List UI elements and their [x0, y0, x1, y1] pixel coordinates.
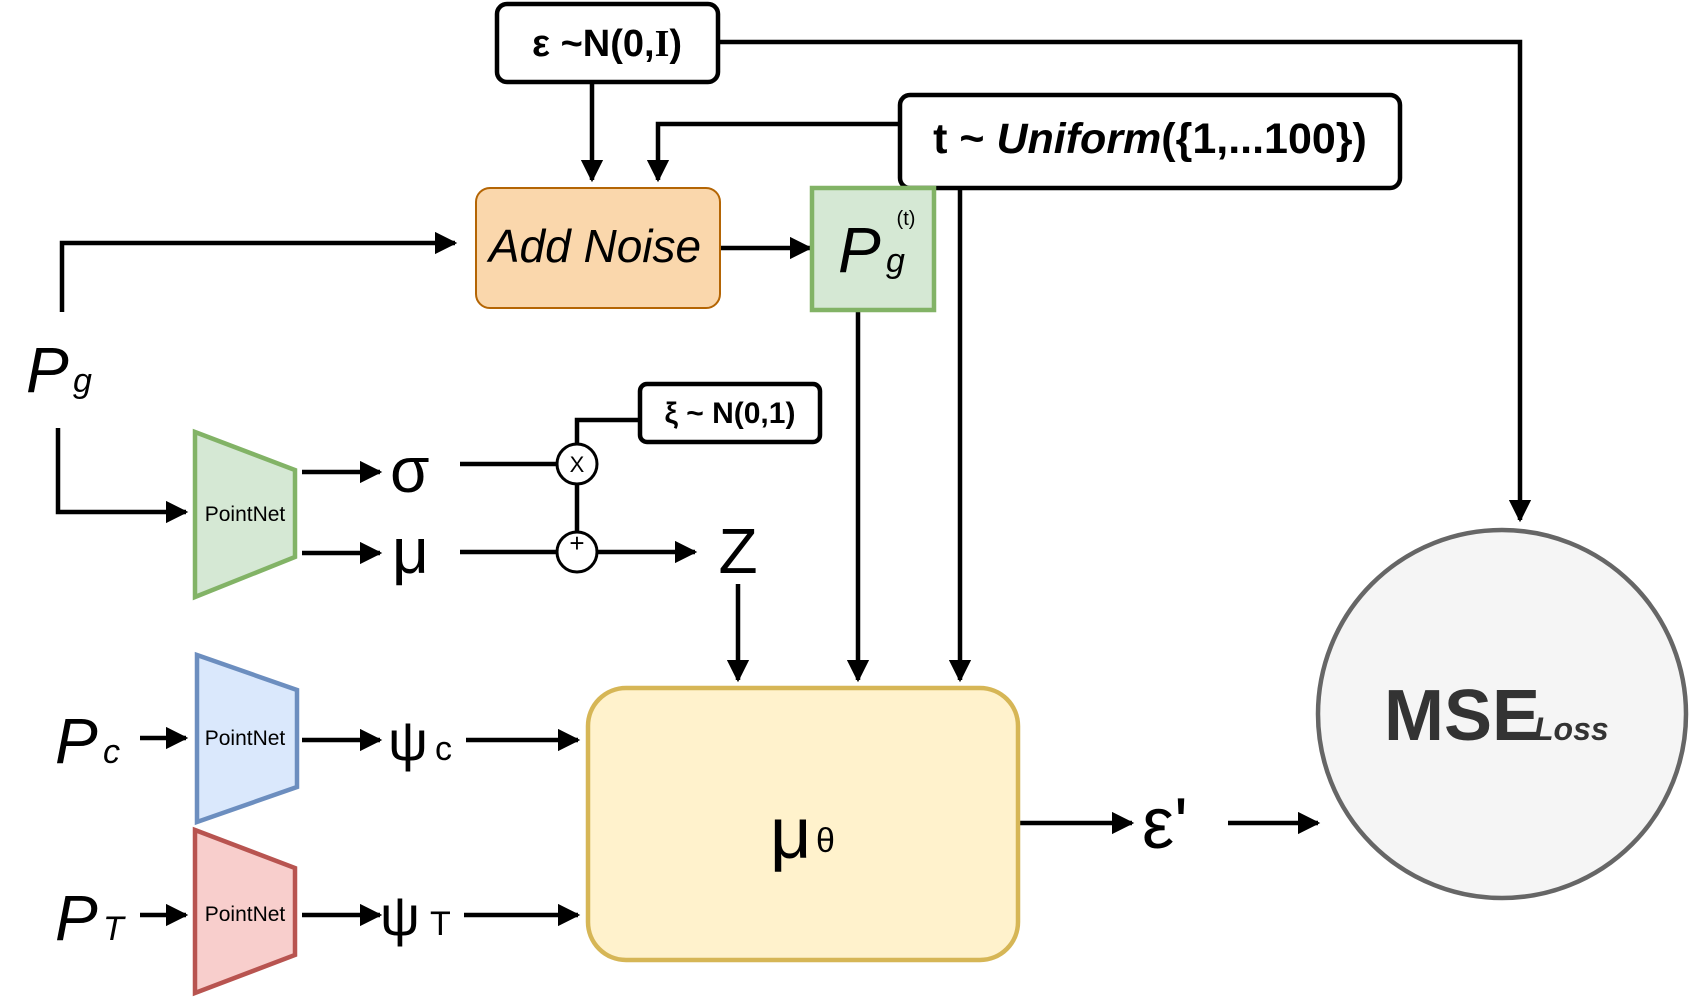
- pointnet-blue-label: PointNet: [205, 727, 286, 750]
- pg-input-sub: g: [73, 362, 92, 400]
- psi-t-main: ψ: [380, 884, 420, 947]
- noisy-point-cloud-block: P g (t): [809, 185, 937, 313]
- noise-sample-box: ε ~N(0,I): [494, 1, 721, 85]
- pointnet-encoder-green: PointNet: [192, 428, 298, 601]
- psi-t-sub: T: [430, 905, 451, 943]
- add-operator: +: [555, 528, 599, 574]
- pc-input-label: P c: [55, 705, 120, 777]
- psi-c-label: ψ c: [388, 709, 452, 772]
- mse-main: MSE: [1384, 676, 1540, 756]
- xi-sample-label: ξ ~ N(0,1): [665, 397, 796, 430]
- psi-t-label: ψ T: [380, 884, 451, 947]
- pgt-main: P: [838, 214, 881, 286]
- eps-prime-label: ε': [1142, 784, 1188, 864]
- pt-input-label: P T: [55, 882, 126, 954]
- edge-pg-to-add-noise: [59, 231, 458, 312]
- psi-c-main: ψ: [388, 709, 428, 772]
- psi-c-sub: c: [435, 730, 452, 768]
- svg-text:MSE: MSE: [1384, 676, 1540, 756]
- edge-t-to-add-noise: [646, 121, 900, 183]
- pgt-sup: (t): [897, 208, 916, 230]
- pt-input-sub: T: [103, 910, 126, 948]
- noise-identity-text: I: [655, 23, 670, 65]
- edge-noise-to-mse: [720, 39, 1532, 523]
- pointnet-encoder-blue: PointNet: [194, 651, 300, 826]
- pointnet-encoder-red: PointNet: [192, 826, 298, 997]
- noise-eps-symbol: ε: [532, 23, 550, 65]
- edge-pg-to-pointnet: [55, 428, 189, 524]
- mse-loss-node: MSE Loss: [1315, 527, 1689, 901]
- noise-close-text: ): [669, 23, 682, 65]
- pointnet-green-label: PointNet: [205, 503, 286, 526]
- svg-text:t ~ Uniform({1,...100}): t ~ Uniform({1,...100}): [933, 115, 1367, 163]
- multiply-symbol: X: [570, 452, 585, 477]
- mse-sub: Loss: [1534, 711, 1609, 747]
- pc-input-sub: c: [103, 733, 120, 771]
- add-symbol: +: [569, 528, 584, 558]
- pg-input-label: P g: [26, 334, 92, 406]
- add-noise-rect: [475, 187, 721, 309]
- pgt-sub: g: [886, 242, 905, 280]
- pt-input-main: P: [55, 882, 98, 954]
- pc-input-main: P: [55, 705, 98, 777]
- pointnet-red-label: PointNet: [205, 903, 286, 926]
- svg-text:ε ~N(0,I): ε ~N(0,I): [532, 23, 682, 65]
- noise-dist-text: ~N(0,: [550, 23, 655, 65]
- mu-theta-sub: θ: [816, 822, 835, 860]
- svg-text:P: P: [838, 214, 881, 286]
- timestep-args: ({1,...100}): [1161, 115, 1367, 163]
- add-noise-label: Add Noise: [486, 220, 701, 272]
- mu-theta-network: μ θ: [585, 685, 1021, 963]
- edge-xi-to-multiply: [574, 417, 640, 444]
- multiply-operator: X: [555, 442, 599, 486]
- mu-label: μ: [392, 515, 429, 587]
- xi-sample-box: ξ ~ N(0,1): [637, 381, 823, 445]
- timestep-func: Uniform: [996, 115, 1161, 163]
- mu-theta-main: μ: [770, 794, 811, 874]
- sigma-label: σ: [390, 434, 430, 506]
- latent-z-label: Z: [718, 515, 757, 587]
- pg-input-main: P: [26, 334, 69, 406]
- add-noise-block: Add Noise: [475, 187, 721, 309]
- timestep-sample-box: t ~ Uniform({1,...100}): [897, 92, 1403, 191]
- timestep-prefix: t ~: [933, 115, 996, 163]
